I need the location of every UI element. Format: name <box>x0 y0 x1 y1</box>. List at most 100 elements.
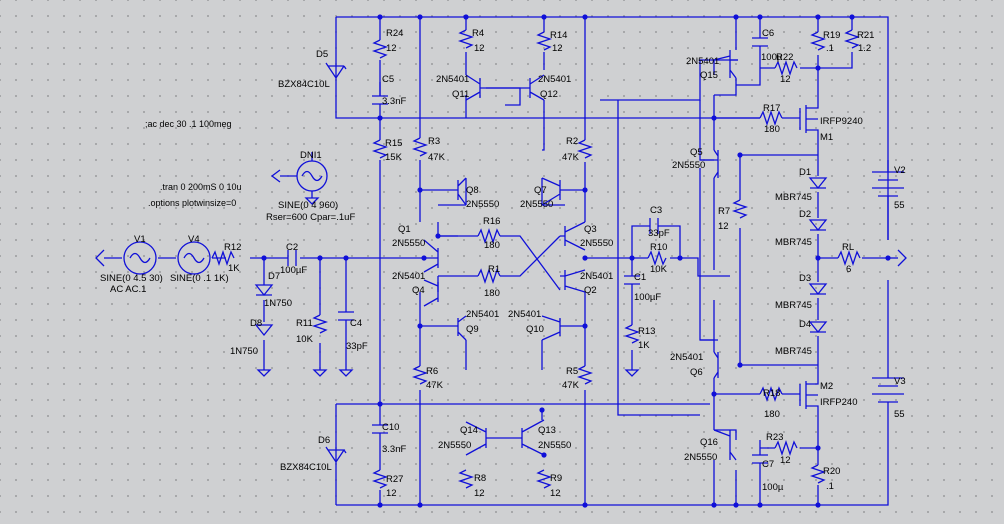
resistor-R14 <box>535 31 553 51</box>
label-transistors-q8-name: Q8 <box>466 185 479 196</box>
label-capacitors-c2-name: C2 <box>286 242 298 253</box>
label-transistors-q9-value: 2N5401 <box>466 309 499 320</box>
label-capacitors-c6-value: 100µ <box>761 52 783 63</box>
transistor-Q13 <box>500 410 545 456</box>
diode-D2 <box>808 219 828 232</box>
capacitor-C2 <box>287 250 297 266</box>
resistor-R27 <box>371 469 389 489</box>
resistor-R19 <box>809 31 827 51</box>
labels: ;ac dec 30 .1 100meg .tran 0 200mS 0 10u… <box>100 28 906 499</box>
transistor-symbols <box>423 50 738 461</box>
label-resistors-r8-name: R8 <box>474 473 486 484</box>
capacitor-C6 <box>752 37 768 60</box>
capacitor-C5 <box>372 72 388 105</box>
label-transistors-q14-value: 2N5550 <box>438 440 471 451</box>
label-resistors-r10-value: 10K <box>650 264 668 275</box>
label-resistors-r3-value: 47K <box>428 152 446 163</box>
diode-D3 <box>808 283 828 296</box>
diode-D5 <box>325 57 347 88</box>
label-resistors-r11-name: R11 <box>296 318 313 329</box>
label-capacitors-c4-name: C4 <box>350 318 362 329</box>
label-resistors-r20-name: R20 <box>823 466 840 477</box>
label-resistors-r21-value: 1.2 <box>858 43 871 54</box>
label-resistors-r14-name: R14 <box>550 30 567 41</box>
label-transistors-q12-value: 2N5401 <box>538 74 571 85</box>
ground-symbols <box>95 169 907 377</box>
diode-symbols <box>254 57 828 470</box>
label-resistors-r13-name: R13 <box>638 326 655 337</box>
label-diodes-d8-name: D8 <box>250 318 262 329</box>
label-transistors-q2-value: 2N5401 <box>580 271 613 282</box>
label-transistors-q16-value: 2N5550 <box>684 452 717 463</box>
label-resistors-r16-name: R16 <box>483 216 500 227</box>
label-diodes-d5-value: BZX84C10L <box>278 79 330 90</box>
label-resistors-r22-value: 12 <box>780 74 791 85</box>
diode-D7 <box>254 272 274 297</box>
label-resistors-r19-value: .1 <box>826 43 834 54</box>
label-mosfets-m1-value: IRFP9240 <box>820 116 863 127</box>
label-transistors-q4-value: 2N5401 <box>392 271 425 282</box>
resistor-symbols <box>211 29 861 489</box>
transistor-Q10 <box>541 315 561 341</box>
resistor-R7 <box>731 199 749 219</box>
label-capacitors-c4-value: 33pF <box>346 341 368 352</box>
label-capacitors-c1-value: 100µF <box>634 292 661 303</box>
mosfet-symbols <box>799 105 819 409</box>
label-transistors-q15-name: Q15 <box>700 70 718 81</box>
label-transistors-q13-name: Q13 <box>538 425 556 436</box>
label-resistors-r22-name: R22 <box>776 52 793 63</box>
transistor-Q16 <box>713 429 737 461</box>
label-resistors-r2-name: R2 <box>566 136 578 147</box>
transistor-Q7 <box>541 177 561 206</box>
label-resistors-r23-name: R23 <box>766 432 783 443</box>
label-transistors-q11-value: 2N5401 <box>436 74 469 85</box>
label-resistors-r23-value: 12 <box>780 455 791 466</box>
label-transistors-q5-value: 2N5550 <box>672 160 705 171</box>
value-V3: 55 <box>894 409 905 420</box>
label-transistors-q4-name: Q4 <box>412 285 425 296</box>
label-transistors-q7-value: 2N5550 <box>520 199 553 210</box>
label-V2: V2 <box>894 165 906 176</box>
label-transistors-q10-name: Q10 <box>526 324 544 335</box>
label-transistors-q7-name: Q7 <box>534 185 547 196</box>
transistor-Q11 <box>465 74 486 101</box>
resistor-R5 <box>576 365 594 385</box>
resistor-R12 <box>211 249 235 267</box>
label-transistors-q16-name: Q16 <box>700 437 718 448</box>
label-resistors-r15-name: R15 <box>385 138 402 149</box>
value-V4: SINE(0 .1 1K) <box>170 273 229 284</box>
label-transistors-q3-value: 2N5550 <box>580 238 613 249</box>
value-V1-ac: AC AC.1 <box>110 284 146 295</box>
resistor-R15 <box>371 139 389 159</box>
label-diodes-d8-value: 1N750 <box>230 346 258 357</box>
transistor-Q15 <box>713 50 738 79</box>
label-diodes-d2-value: MBR745 <box>775 237 812 248</box>
capacitor-C1 <box>624 275 640 290</box>
label-resistors-r5-value: 47K <box>562 380 580 391</box>
label-diodes-d4-value: MBR745 <box>775 346 812 357</box>
transistor-Q1 <box>423 239 439 273</box>
transistor-Q14 <box>465 421 500 456</box>
label-diodes-d5-name: D5 <box>316 49 328 60</box>
label-resistors-r4-name: R4 <box>472 28 484 39</box>
label-resistors-rl-value: 6 <box>846 264 851 275</box>
resistor-R24 <box>371 39 389 59</box>
capacitor-C10 <box>372 424 388 442</box>
label-capacitors-c7-name: C7 <box>762 459 774 470</box>
label-diodes-d2-name: D2 <box>799 209 811 220</box>
resistor-R1 <box>477 267 501 285</box>
label-diodes-d4-name: D4 <box>799 319 811 330</box>
value-V2: 55 <box>894 200 905 211</box>
label-mosfets-m1-name: M1 <box>820 132 833 143</box>
label-transistors-q14-name: Q14 <box>460 425 478 436</box>
label-mosfets-m2-name: M2 <box>820 381 833 392</box>
directive-options: .options plotwinsize=0 <box>148 198 236 208</box>
label-diodes-d3-name: D3 <box>799 273 811 284</box>
label-resistors-r24-value: 12 <box>386 43 397 54</box>
label-transistors-q9-name: Q9 <box>466 324 479 335</box>
label-resistors-r7-value: 12 <box>718 221 729 232</box>
resistor-R16 <box>477 227 501 245</box>
diode-D8 <box>254 324 274 337</box>
label-resistors-r6-name: R6 <box>426 366 438 377</box>
resistor-R4 <box>457 29 475 49</box>
